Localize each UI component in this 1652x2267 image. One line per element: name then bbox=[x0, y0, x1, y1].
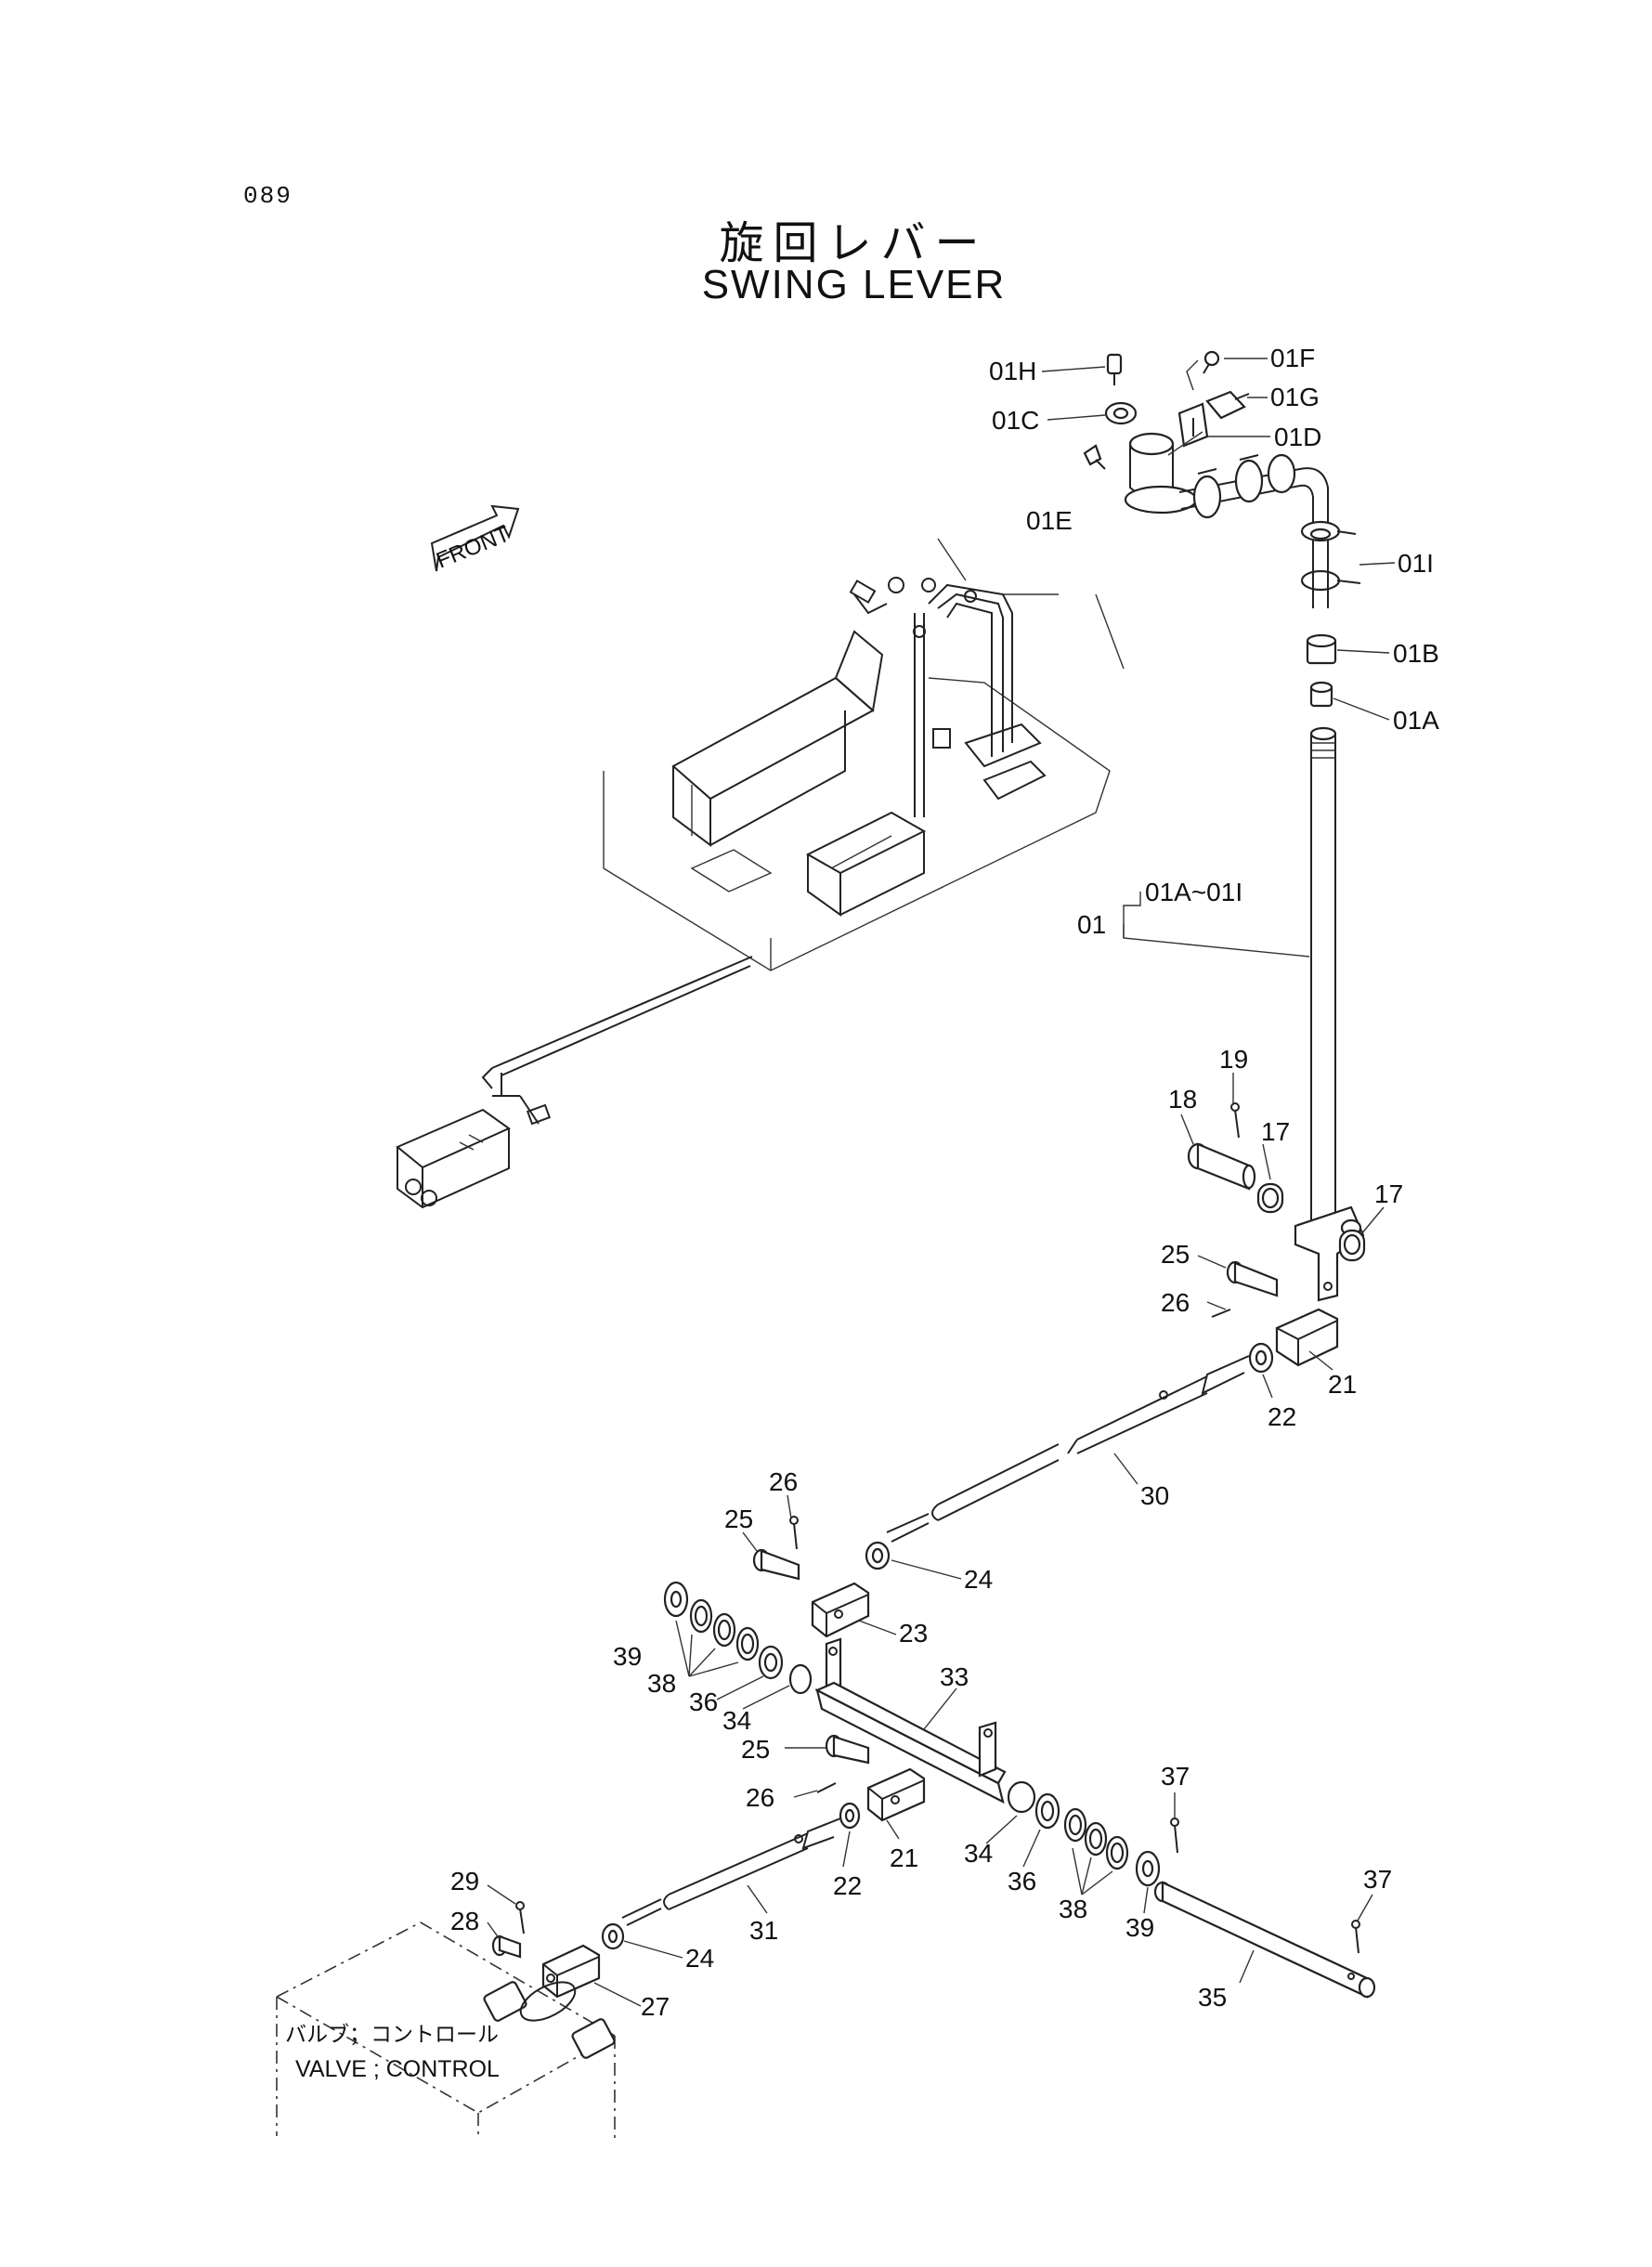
callout-35: 35 bbox=[1198, 1983, 1227, 2012]
rod-30 bbox=[752, 1355, 1250, 1638]
callout-17a: 17 bbox=[1261, 1117, 1290, 1146]
callout-17b: 17 bbox=[1374, 1179, 1403, 1208]
callout-24a: 24 bbox=[964, 1565, 993, 1594]
callout-34b: 34 bbox=[964, 1839, 993, 1868]
callout-01I: 01I bbox=[1398, 549, 1434, 578]
page-number: 089 bbox=[243, 182, 293, 210]
upper-clevis-parts bbox=[1211, 1260, 1339, 1374]
callout-19: 19 bbox=[1219, 1045, 1248, 1074]
callout-39b: 39 bbox=[1125, 1913, 1154, 1942]
front-label: FRONT bbox=[433, 521, 514, 573]
callout-37a: 37 bbox=[1161, 1762, 1190, 1791]
front-arrow: FRONT bbox=[430, 504, 520, 574]
pivot-pin-parts bbox=[1187, 1102, 1366, 1262]
callout-21a: 21 bbox=[1328, 1370, 1357, 1399]
callout-01B: 01B bbox=[1393, 639, 1439, 668]
callout-28: 28 bbox=[450, 1907, 479, 1935]
lever-rod bbox=[1294, 726, 1365, 1302]
callout-01: 01 bbox=[1077, 910, 1106, 939]
callout-37b: 37 bbox=[1363, 1865, 1392, 1894]
callout-22a: 22 bbox=[1268, 1402, 1296, 1431]
callout-01D: 01D bbox=[1274, 423, 1321, 451]
washer-stack-right bbox=[985, 1780, 1161, 1914]
callout-36b: 36 bbox=[1008, 1867, 1036, 1896]
console-overview bbox=[396, 538, 1125, 1209]
rod-31 bbox=[491, 1818, 841, 1999]
callout-30: 30 bbox=[1140, 1481, 1169, 1510]
callout-01A-01I-range: 01A~01I bbox=[1145, 878, 1242, 906]
valve-label-jp: バルブ；コントロール bbox=[285, 2023, 499, 2047]
callout-38a: 38 bbox=[647, 1669, 676, 1698]
callout-26a: 26 bbox=[1161, 1288, 1190, 1317]
callout-21b: 21 bbox=[890, 1844, 918, 1872]
callout-18: 18 bbox=[1168, 1085, 1197, 1114]
callout-23: 23 bbox=[899, 1619, 928, 1648]
callout-25b: 25 bbox=[724, 1505, 753, 1533]
callout-29: 29 bbox=[450, 1867, 479, 1896]
title-english: SWING LEVER bbox=[701, 262, 1007, 307]
callout-38b: 38 bbox=[1059, 1895, 1087, 1923]
pin-35 bbox=[1153, 1818, 1376, 1999]
callout-01F: 01F bbox=[1270, 344, 1315, 372]
title-japanese: 旋回レバー bbox=[719, 217, 989, 269]
callout-33: 33 bbox=[940, 1662, 969, 1691]
callout-01C: 01C bbox=[992, 406, 1039, 435]
callout-34a: 34 bbox=[722, 1706, 751, 1735]
valve-label-en: VALVE ; CONTROL bbox=[295, 2056, 500, 2082]
leader-lines bbox=[487, 358, 1396, 2007]
callout-31: 31 bbox=[749, 1916, 778, 1945]
callout-26b: 26 bbox=[769, 1467, 798, 1496]
lower-clevis-parts bbox=[816, 1734, 926, 1830]
callout-22b: 22 bbox=[833, 1871, 862, 1900]
callout-25a: 25 bbox=[1161, 1240, 1190, 1269]
washer-stack-left bbox=[663, 1581, 813, 1710]
lever-head-assembly bbox=[1083, 350, 1361, 708]
callout-01E: 01E bbox=[1026, 506, 1073, 535]
callout-36a: 36 bbox=[689, 1687, 718, 1716]
callouts: 01H 01F 01G 01C 01D 01E 01I 01B 01A 01 0… bbox=[450, 344, 1439, 2021]
callout-01H: 01H bbox=[989, 357, 1036, 385]
control-valve: バルブ；コントロール VALVE ; CONTROL bbox=[276, 1922, 616, 2138]
bellcrank-33 bbox=[814, 1637, 1007, 1804]
callout-01A: 01A bbox=[1393, 706, 1439, 735]
callout-26c: 26 bbox=[746, 1783, 774, 1812]
callout-25c: 25 bbox=[741, 1735, 770, 1764]
callout-24b: 24 bbox=[685, 1944, 714, 1973]
callout-39a: 39 bbox=[613, 1642, 642, 1671]
callout-01G: 01G bbox=[1270, 383, 1320, 411]
callout-27: 27 bbox=[641, 1992, 670, 2021]
